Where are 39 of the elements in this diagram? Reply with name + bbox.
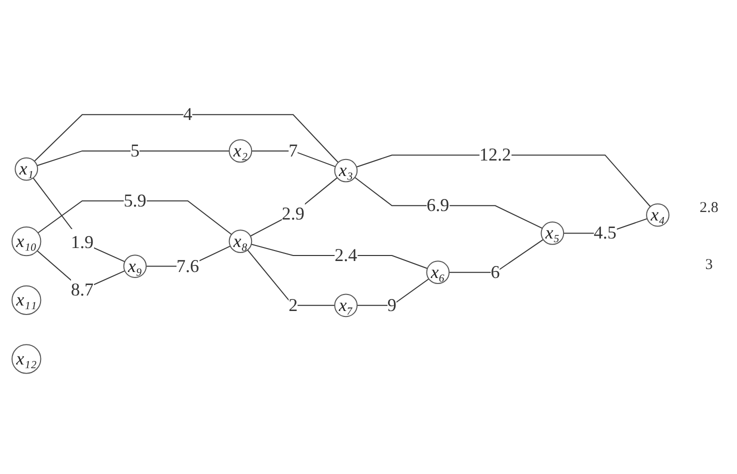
edge-label: 4	[183, 104, 192, 124]
node-circle: x₁₁	[12, 285, 42, 315]
connector	[250, 177, 338, 236]
edge-label: 8.7	[70, 279, 94, 300]
edge-label: 12.2	[479, 144, 512, 164]
node-circle: x₈	[228, 229, 252, 253]
edge-label: 2	[288, 294, 298, 315]
connector	[356, 154, 651, 207]
node-circle: x₁₂	[12, 344, 42, 374]
edge-label: 4.5	[594, 222, 616, 243]
edge-label: 5.9	[124, 190, 146, 210]
connector	[449, 238, 544, 273]
edge-label: 2.4	[334, 244, 358, 265]
edge-label: 9	[387, 294, 396, 315]
connector	[252, 150, 336, 167]
connector	[354, 176, 543, 229]
edge-label: 6	[490, 262, 500, 282]
edge-label: 2.9	[282, 202, 304, 224]
connector	[247, 249, 335, 306]
edge-label: 7	[288, 140, 298, 160]
node-circle: x₄	[646, 203, 670, 227]
edge-label: 7.6	[176, 256, 200, 276]
node-circle: x₉	[123, 254, 147, 278]
node-circle: x₂	[228, 139, 252, 162]
edge-label: 6.9	[426, 194, 450, 215]
node-circle: x₁	[14, 157, 38, 181]
node-circle: x₅	[540, 221, 564, 245]
edge-label: 5	[130, 140, 140, 160]
edge-label: 1.9	[70, 232, 94, 252]
node-circle: x₆	[426, 260, 450, 284]
weight-label: 3	[705, 257, 713, 274]
node-circle: x₇	[334, 294, 358, 317]
connector	[32, 177, 125, 262]
connector	[38, 200, 232, 235]
connector	[357, 278, 430, 306]
node-circle: x₃	[334, 158, 358, 182]
node-circle: x₁₀	[12, 226, 42, 256]
weight-label: 2.8	[700, 200, 718, 217]
connector	[36, 150, 230, 166]
